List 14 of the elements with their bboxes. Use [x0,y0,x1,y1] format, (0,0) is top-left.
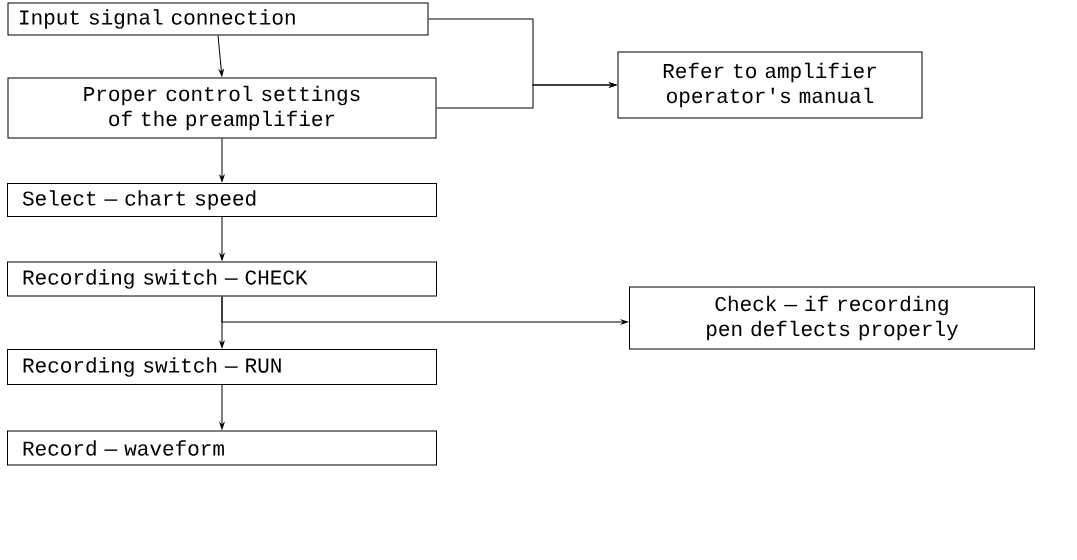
arrow [219,138,225,182]
process-box: Proper control settings of the preamplifier [7,77,437,139]
arrow [436,82,617,109]
arrow [217,35,224,77]
process-box: Input signal connection [7,2,429,36]
process-box: Check — if recording pen deflects properly [629,286,1035,350]
arrow [221,296,628,325]
process-box: Record — waveform [7,430,437,466]
process-box: Recording switch — CHECK [7,261,437,297]
process-box: Select — chart speed [7,183,437,217]
process-box: Recording switch — RUN [7,349,437,385]
arrow [219,216,225,261]
process-box: Refer to amplifier operator's manual [617,51,923,119]
arrow [219,384,225,430]
